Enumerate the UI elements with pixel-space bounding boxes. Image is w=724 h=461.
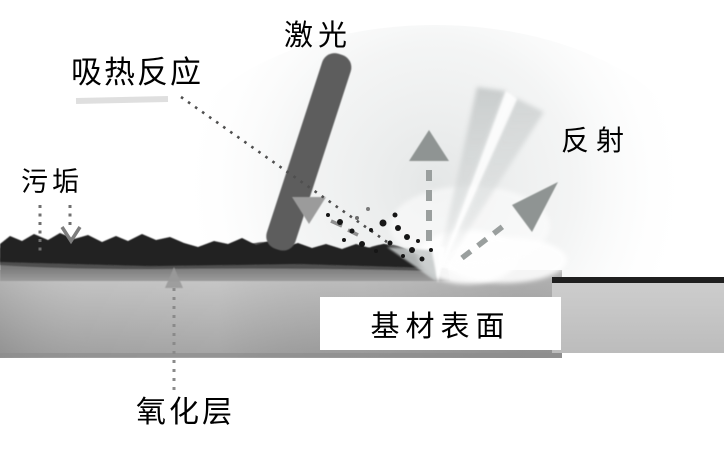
debris-particles — [326, 207, 433, 262]
oxide-layer-label: 氧化层 — [136, 396, 235, 429]
oxide-pointer-arrow — [165, 267, 183, 390]
impact-wedge-shape — [387, 247, 440, 281]
ablation-up-arrow — [409, 130, 449, 246]
clean-surface-shape — [552, 277, 724, 353]
substrate-surface-label-box: 基材表面 — [320, 297, 561, 350]
absorption-dotted-line — [75, 95, 388, 244]
dirt-pointer-lines — [38, 205, 82, 251]
dirt-crust-shape — [0, 233, 434, 268]
substrate-surface-label: 基材表面 — [370, 310, 511, 343]
heat-absorption-label: 吸热反应 — [71, 55, 203, 90]
dirt-label: 污垢 — [21, 167, 83, 197]
scatter-up-right-arrow — [460, 182, 558, 261]
reflection-label: 反射 — [561, 126, 632, 157]
reflection-beam-shape — [431, 87, 544, 283]
laser-label: 激光 — [284, 20, 353, 52]
laser-beam-shape — [266, 53, 352, 251]
